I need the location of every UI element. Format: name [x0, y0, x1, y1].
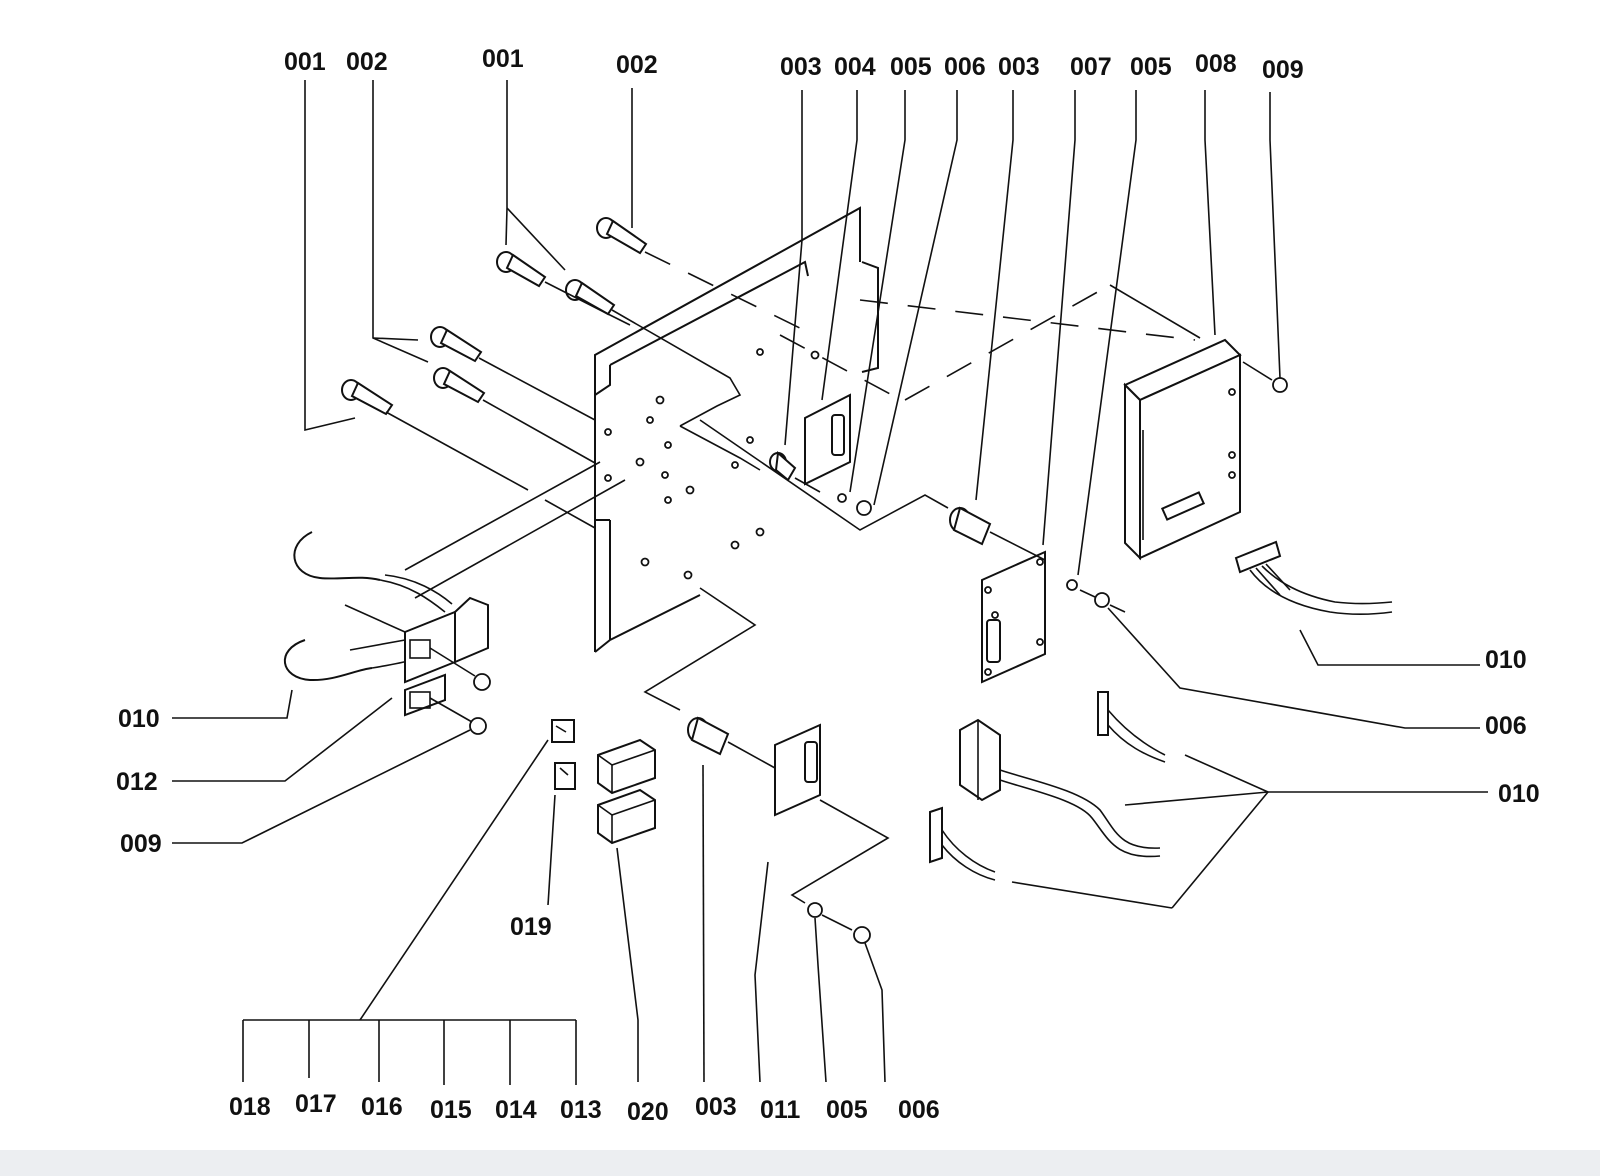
screw-002-left-b — [433, 367, 486, 404]
cable-010-top-right — [1234, 540, 1393, 616]
pcb-011-lines — [643, 587, 890, 931]
connector-assembly-left — [284, 531, 489, 717]
pcb-004 — [804, 393, 851, 486]
label-003: 003 — [998, 53, 1040, 81]
label-019: 019 — [510, 913, 552, 941]
pcb-011 — [774, 723, 821, 817]
label-006: 006 — [944, 53, 986, 81]
label-003: 003 — [780, 53, 822, 81]
block-020-upper — [597, 738, 656, 795]
control-box-008 — [1123, 338, 1242, 561]
harness-010-a — [1097, 691, 1166, 763]
spacer-003-middle — [949, 506, 992, 546]
spacer-003-upper — [769, 450, 797, 482]
label-016: 016 — [361, 1093, 403, 1121]
label-018: 018 — [229, 1093, 271, 1121]
washer-005-middle — [1066, 579, 1078, 591]
pcb-007 — [981, 550, 1046, 684]
label-001: 001 — [284, 48, 326, 76]
block-020-lower — [597, 788, 656, 845]
washer-005-upper — [837, 493, 847, 503]
label-008: 008 — [1195, 50, 1237, 78]
label-010: 010 — [118, 705, 160, 733]
nut-009-top-right — [1272, 377, 1288, 393]
nut-006-upper — [856, 500, 872, 516]
label-004: 004 — [834, 53, 876, 81]
screw-002-left-a — [430, 326, 483, 363]
label-006: 006 — [898, 1096, 940, 1124]
clip-part-019 — [554, 762, 576, 790]
washer-005-lower — [807, 902, 823, 918]
label-015: 015 — [430, 1096, 472, 1124]
label-009: 009 — [1262, 56, 1304, 84]
label-005: 005 — [1130, 53, 1172, 81]
left-assembly-lines — [404, 461, 626, 723]
label-010: 010 — [1498, 780, 1540, 808]
screw-002-top — [596, 217, 648, 255]
leader-lines — [172, 80, 1488, 1085]
label-010: 010 — [1485, 646, 1527, 674]
clip-part-upper — [551, 719, 575, 743]
chassis-holes — [604, 348, 820, 580]
box-assembly-lines — [859, 284, 1273, 401]
screw-001-top-a — [496, 251, 547, 288]
spacer-003-lower — [687, 716, 730, 756]
label-001: 001 — [482, 45, 524, 73]
harness-010-b — [959, 718, 1161, 858]
pcb-004-lines — [679, 419, 949, 531]
label-005: 005 — [890, 53, 932, 81]
nut-009-left-a — [473, 673, 491, 691]
label-002: 002 — [616, 51, 658, 79]
label-007: 007 — [1070, 53, 1112, 81]
screw-001-left — [341, 379, 394, 416]
label-020: 020 — [627, 1098, 669, 1126]
nut-009-left-b — [469, 717, 487, 735]
label-003: 003 — [695, 1093, 737, 1121]
screw-assembly-lines — [385, 251, 906, 529]
label-006: 006 — [1485, 712, 1527, 740]
nut-006-middle — [1094, 592, 1110, 608]
label-012: 012 — [116, 768, 158, 796]
label-002: 002 — [346, 48, 388, 76]
label-005: 005 — [826, 1096, 868, 1124]
nut-006-lower — [853, 926, 871, 944]
part-labels: 001 002 001 002 003 004 005 006 003 007 … — [116, 45, 1540, 1126]
chassis-plate — [594, 206, 879, 653]
label-009: 009 — [120, 830, 162, 858]
label-017: 017 — [295, 1090, 337, 1118]
label-014: 014 — [495, 1096, 537, 1124]
label-013: 013 — [560, 1096, 602, 1124]
label-011: 011 — [760, 1096, 800, 1124]
harness-010-c — [929, 806, 996, 881]
page-footer-strip — [0, 1150, 1600, 1176]
